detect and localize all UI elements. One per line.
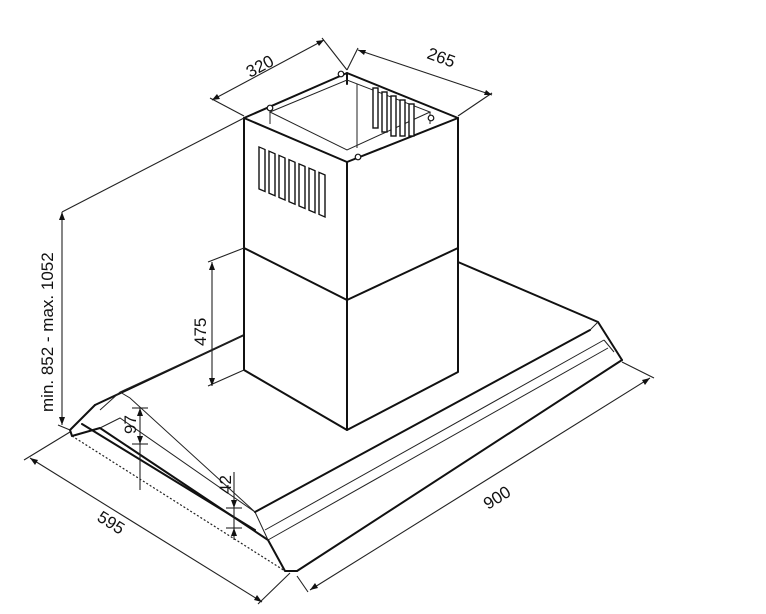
dimension-lower-chimney-height: 475 [191,247,245,387]
overall-height-label: min. 852 - max. 1052 [38,252,57,412]
dimension-chimney-depth: 265 [346,44,493,117]
hood-canopy [69,261,623,572]
dimension-hood-depth: 595 [23,431,291,605]
dimension-overall-height: min. 852 - max. 1052 [38,117,245,431]
front-height-label: 97 [121,415,140,434]
dimension-hood-width: 900 [296,361,655,593]
dimension-edge-height: 42 [216,472,242,540]
front-vent-slots [258,145,326,218]
chimney-depth-label: 265 [425,44,458,72]
dimension-chimney-width: 320 [209,37,348,117]
back-vent-slots [372,87,415,137]
edge-height-label: 42 [216,475,235,494]
hood-depth-label: 595 [94,507,128,538]
lower-chimney-height-label: 475 [191,318,210,346]
chimney-width-label: 320 [243,51,277,81]
dimension-front-height: 97 [121,407,148,490]
hood-width-label: 900 [480,482,514,513]
chimney [243,70,459,431]
